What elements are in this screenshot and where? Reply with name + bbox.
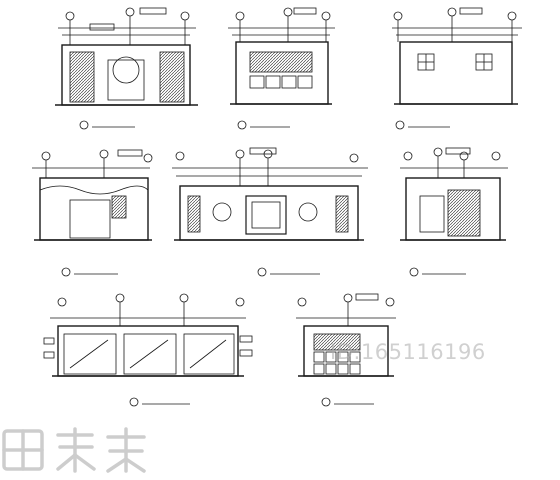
elevation-7 [43, 293, 253, 407]
elevation-8 [296, 293, 396, 407]
elevation-6 [400, 147, 508, 277]
elevation-1 [55, 7, 198, 130]
drawing-sheet: ID:165116196 [2, 7, 522, 473]
elevation-2 [228, 7, 335, 130]
watermark-id: ID:165116196 [330, 340, 486, 364]
elevation-drawings [32, 7, 522, 407]
watermark-logo [0, 425, 150, 475]
elevation-3 [392, 7, 522, 130]
elevation-5 [172, 147, 368, 277]
watermark-logo-icon [2, 427, 146, 473]
elevation-4 [32, 149, 153, 277]
